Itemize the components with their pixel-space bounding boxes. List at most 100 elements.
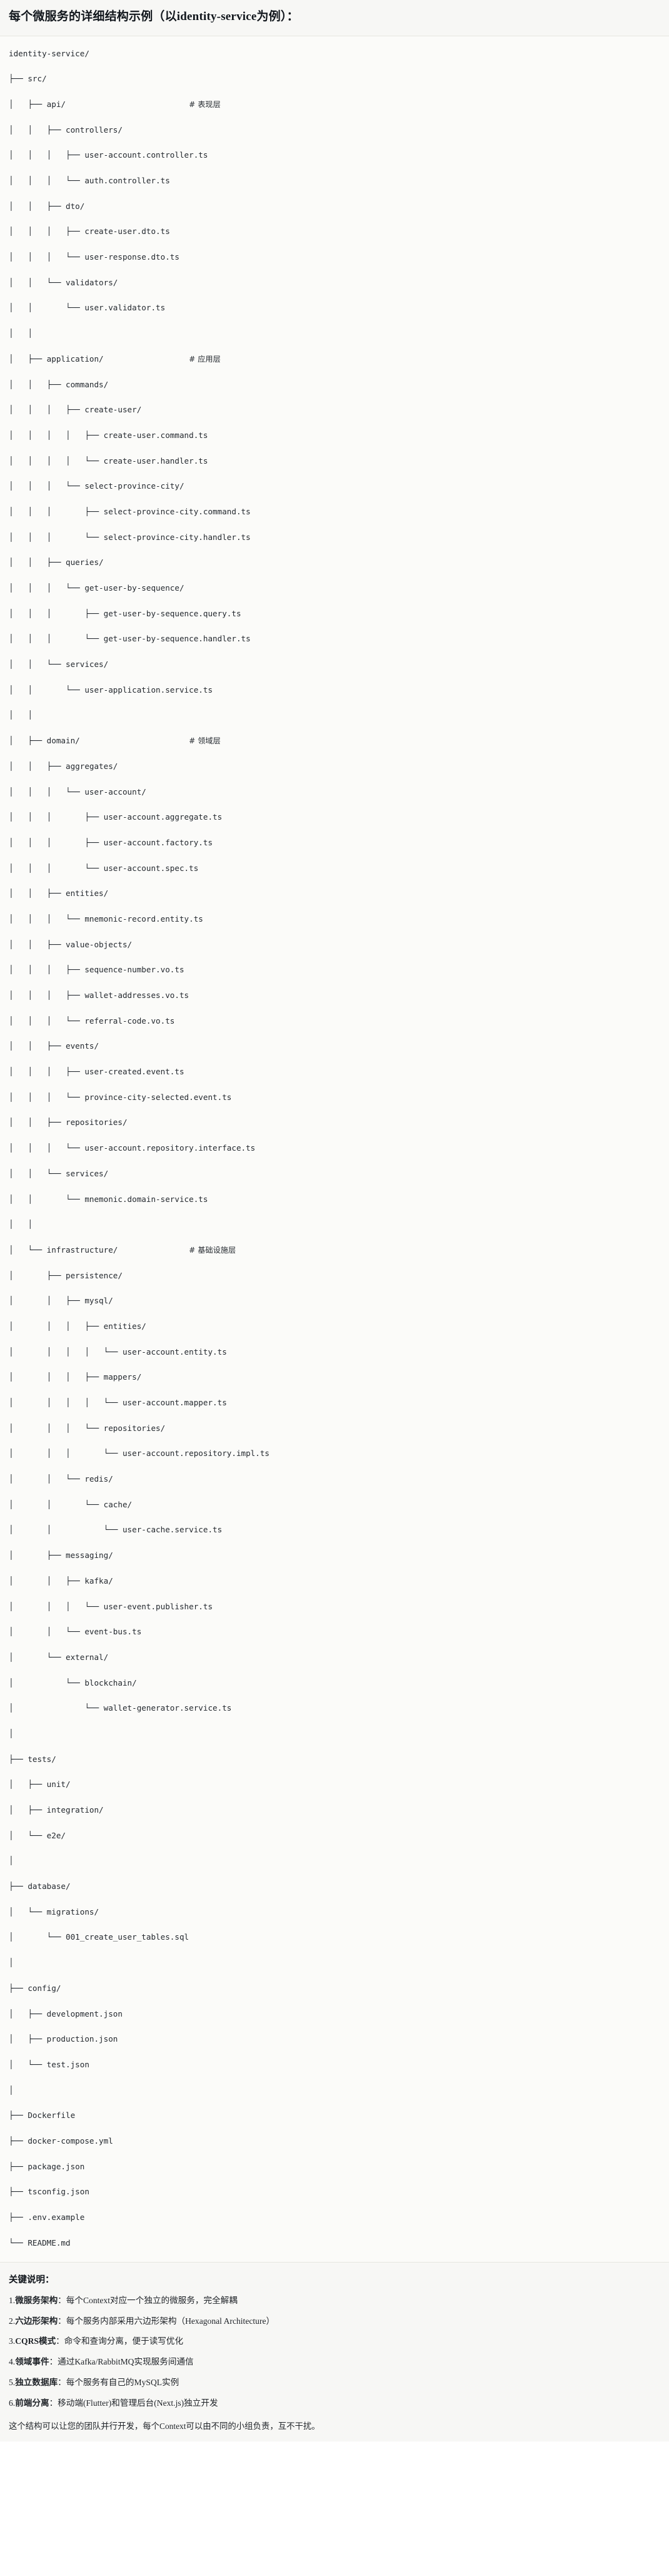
page-title: 每个微服务的详细结构示例（以identity-service为例）： — [9, 10, 299, 23]
key-note-item: 5.独立数据库：每个服务有自己的MySQL实例 — [9, 2376, 660, 2389]
tree-line: │ │ ├── repositories/ — [9, 1117, 128, 1128]
tree-line: │ │ │ ├── sequence-number.vo.ts — [9, 965, 184, 975]
tree-line: │ │ └── user-cache.service.ts — [9, 1525, 223, 1535]
tree-line: │ │ │ │ ├── create-user.command.ts — [9, 430, 208, 440]
tree-line: │ ├── application/ # 应用层 — [9, 354, 221, 364]
tree-line: │ │ — [9, 1219, 33, 1229]
tree-line: │ ├── development.json — [9, 2008, 123, 2019]
tree-line: │ │ │ └── referral-code.vo.ts — [9, 1016, 175, 1026]
tree-line: │ │ │ ├── mappers/ — [9, 1372, 142, 1382]
key-note-separator: ： — [58, 2377, 66, 2387]
tree-line: │ │ │ ├── entities/ — [9, 1321, 146, 1331]
key-note-description: 每个Context对应一个独立的微服务，完全解耦 — [66, 2296, 238, 2306]
key-note-description: 每个服务内部采用六边形架构（Hexagonal Architecture） — [66, 2316, 275, 2326]
tree-line: │ │ │ └── select-province-city.handler.t… — [9, 532, 251, 542]
tree-line: │ │ ├── mysql/ — [9, 1296, 113, 1306]
tree-line: │ │ │ ├── create-user/ — [9, 405, 142, 415]
key-note-description: 移动端(Flutter)和管理后台(Next.js)独立开发 — [58, 2398, 218, 2408]
tree-line: │ │ │ └── user-account.spec.ts — [9, 863, 199, 873]
tree-line: │ │ └── validators/ — [9, 277, 118, 287]
tree-line: │ │ │ └── select-province-city/ — [9, 481, 184, 491]
key-note-term: CQRS模式 — [15, 2336, 56, 2346]
tree-line: │ │ │ ├── wallet-addresses.vo.ts — [9, 990, 189, 1000]
tree-line: │ │ │ ├── create-user.dto.ts — [9, 227, 170, 237]
key-note-separator: ： — [49, 2398, 58, 2408]
tree-line: │ │ ├── queries/ — [9, 557, 104, 568]
tree-line: │ │ │ └── user-response.dto.ts — [9, 252, 179, 262]
tree-line: ├── src/ — [9, 74, 47, 84]
key-note-separator: ： — [58, 2296, 66, 2306]
tree-line: │ ├── production.json — [9, 2034, 118, 2044]
key-notes-section: 关键说明： 1.微服务架构：每个Context对应一个独立的微服务，完全解耦 2.… — [0, 2263, 669, 2442]
tree-line: │ ├── unit/ — [9, 1779, 71, 1789]
key-note-item: 6.前端分离：移动端(Flutter)和管理后台(Next.js)独立开发 — [9, 2397, 660, 2410]
key-note-item: 3.CQRS模式：命令和查询分离，便于读写优化 — [9, 2335, 660, 2348]
tree-line: │ │ │ └── mnemonic-record.entity.ts — [9, 914, 203, 924]
tree-line: │ │ │ └── user-account.repository.impl.t… — [9, 1448, 270, 1459]
tree-line: ├── tests/ — [9, 1754, 56, 1764]
tree-line: │ │ │ ├── user-created.event.ts — [9, 1067, 184, 1077]
tree-line: │ │ └── user.validator.ts — [9, 303, 166, 313]
tree-line: │ │ ├── aggregates/ — [9, 761, 118, 771]
tree-line: │ │ │ └── province-city-selected.event.t… — [9, 1092, 232, 1102]
tree-line: │ │ │ ├── user-account.factory.ts — [9, 837, 213, 847]
key-note-term: 前端分离 — [15, 2398, 49, 2408]
tree-line: └── README.md — [9, 2237, 71, 2248]
key-note-index: 5. — [9, 2377, 16, 2387]
tree-line: │ └── infrastructure/ # 基础设施层 — [9, 1245, 236, 1255]
tree-line: │ │ ├── events/ — [9, 1041, 99, 1051]
tree-line: │ └── 001_create_user_tables.sql — [9, 1932, 189, 1942]
tree-line: │ │ └── user-application.service.ts — [9, 685, 213, 695]
tree-line: ├── package.json — [9, 2161, 85, 2171]
tree-line: │ — [9, 1856, 14, 1866]
tree-line: │ │ │ │ └── create-user.handler.ts — [9, 456, 208, 466]
tree-line: │ │ ├── value-objects/ — [9, 939, 133, 949]
tree-line: │ │ │ ├── select-province-city.command.t… — [9, 506, 251, 516]
key-note-term: 独立数据库 — [15, 2377, 58, 2387]
tree-layer-comment: # 表现层 — [189, 99, 221, 109]
tree-layer-comment: # 基础设施层 — [189, 1245, 236, 1255]
tree-line: │ └── migrations/ — [9, 1907, 99, 1917]
tree-line: ├── .env.example — [9, 2212, 85, 2222]
tree-line: │ ├── integration/ — [9, 1805, 104, 1815]
tree-line: │ │ └── mnemonic.domain-service.ts — [9, 1194, 208, 1204]
tree-line: ├── Dockerfile — [9, 2110, 76, 2120]
tree-layer-comment: # 应用层 — [189, 354, 221, 364]
tree-line: │ └── wallet-generator.service.ts — [9, 1703, 232, 1713]
tree-line: │ │ └── services/ — [9, 659, 109, 669]
tree-line: │ │ │ └── user-account/ — [9, 787, 146, 797]
tree-line: ├── config/ — [9, 1983, 61, 1993]
tree-line: │ │ │ │ └── user-account.entity.ts — [9, 1347, 227, 1357]
tree-line: │ │ — [9, 710, 33, 720]
tree-line: │ — [9, 1958, 14, 1968]
tree-line: │ │ │ └── get-user-by-sequence.handler.t… — [9, 634, 251, 644]
tree-layer-comment: # 领域层 — [189, 736, 221, 746]
key-note-separator: ： — [58, 2316, 66, 2326]
tree-line: │ │ └── cache/ — [9, 1499, 133, 1509]
tree-line: │ │ └── event-bus.ts — [9, 1627, 142, 1637]
directory-tree-section: identity-service/ ├── src/ │ ├── api/ # … — [0, 36, 669, 2263]
tree-line: │ │ │ ├── user-account.aggregate.ts — [9, 812, 223, 822]
key-note-description: 命令和查询分离，便于读写优化 — [64, 2336, 184, 2346]
tree-line: ├── database/ — [9, 1881, 71, 1891]
tree-line: │ ├── persistence/ — [9, 1270, 123, 1280]
tree-line: │ │ ├── controllers/ — [9, 125, 123, 135]
tree-line: │ │ └── redis/ — [9, 1474, 113, 1484]
title-section: 每个微服务的详细结构示例（以identity-service为例）： — [0, 0, 669, 36]
tree-line: │ ├── api/ # 表现层 — [9, 99, 221, 109]
key-note-description: 通过Kafka/RabbitMQ实现服务间通信 — [58, 2357, 194, 2367]
tree-line: │ └── external/ — [9, 1652, 109, 1662]
tree-line: │ │ │ └── auth.controller.ts — [9, 176, 170, 186]
key-notes-heading: 关键说明： — [9, 2275, 54, 2286]
key-note-index: 6. — [9, 2398, 16, 2408]
key-note-index: 2. — [9, 2316, 16, 2326]
tree-line: │ │ │ ├── get-user-by-sequence.query.ts — [9, 608, 241, 618]
tree-line: │ │ │ │ └── user-account.mapper.ts — [9, 1398, 227, 1408]
tree-line: │ │ — [9, 328, 33, 339]
tree-line: identity-service/ — [9, 48, 89, 58]
key-note-index: 1. — [9, 2296, 16, 2306]
tree-line: │ │ │ └── user-account.repository.interf… — [9, 1143, 256, 1153]
tree-line: │ │ ├── commands/ — [9, 379, 109, 389]
key-note-item: 1.微服务架构：每个Context对应一个独立的微服务，完全解耦 — [9, 2294, 660, 2307]
